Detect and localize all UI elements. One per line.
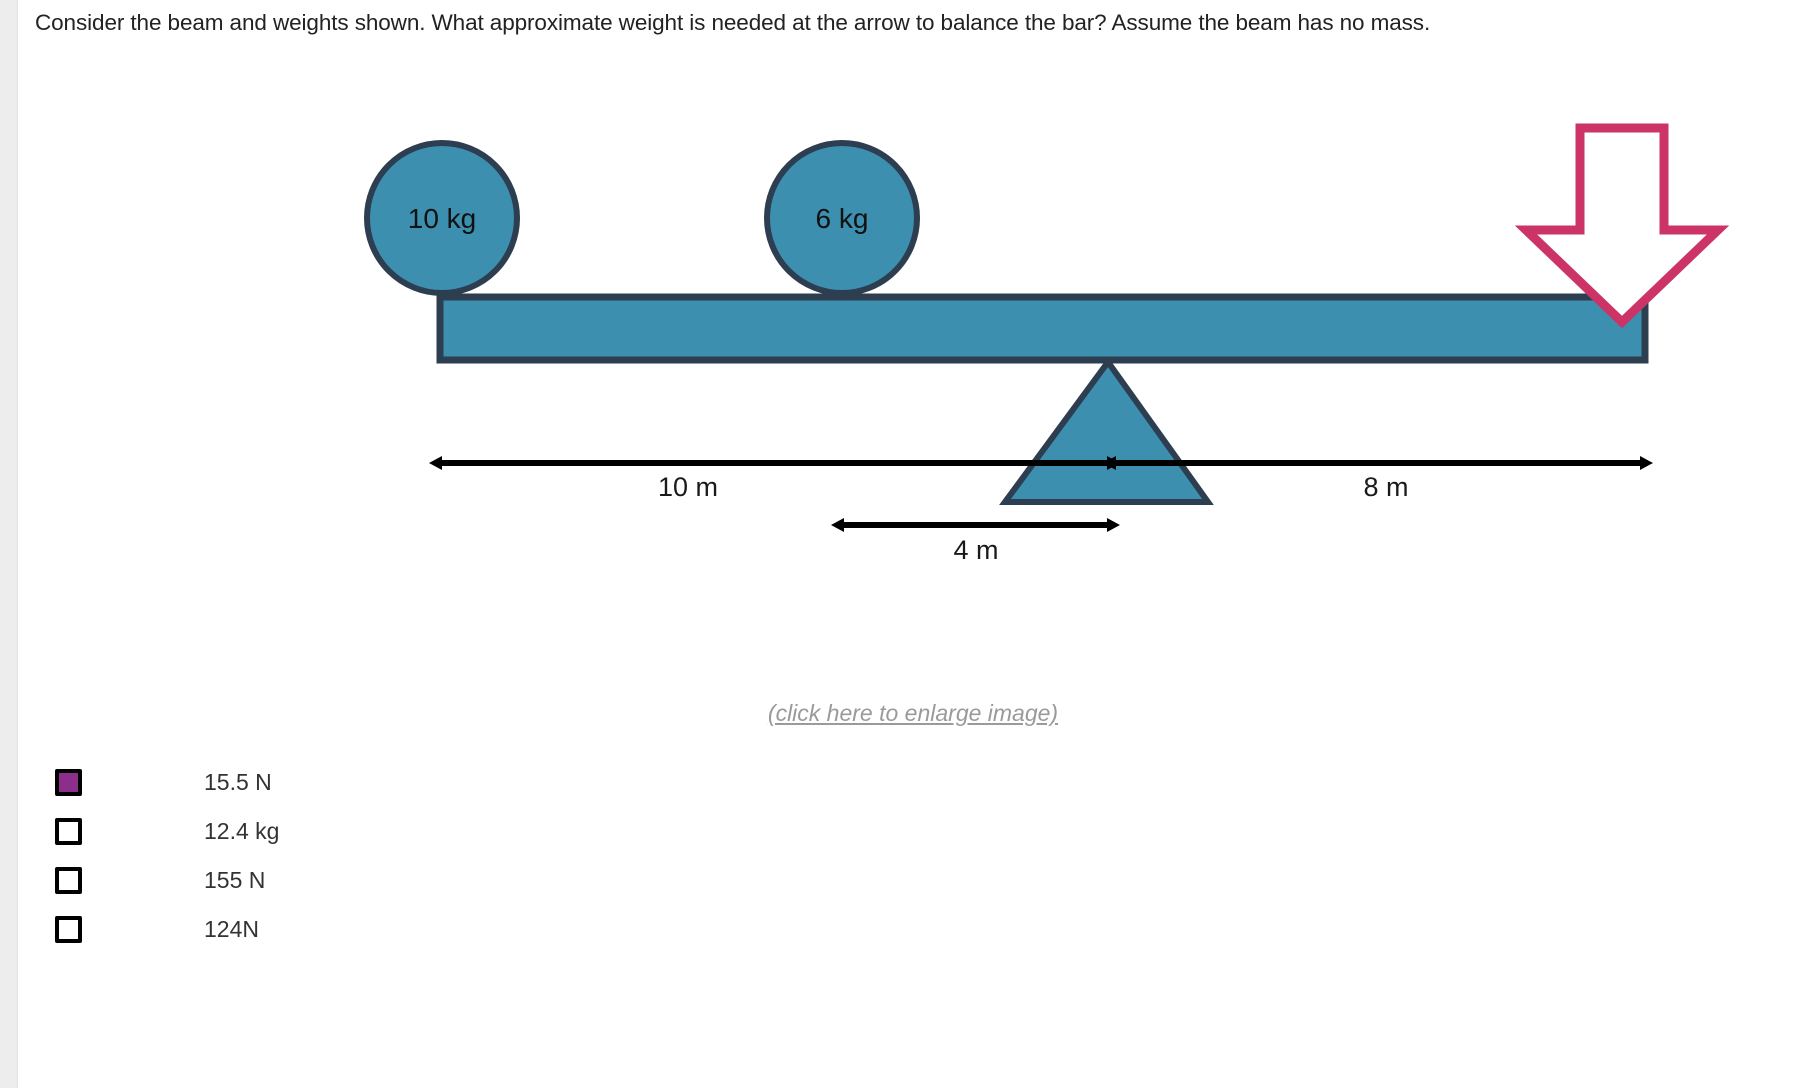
dimension-10m-label: 10 m [658,472,718,502]
answer-option-2[interactable]: 12.4 kg [18,807,918,856]
answer-label-3: 155 N [204,867,266,893]
weight-10kg: 10 kg [364,140,520,296]
weight-6kg: 6 kg [764,140,920,296]
dimension-8m-label: 8 m [1363,472,1408,502]
answer-checkbox-3[interactable] [55,867,82,894]
dimension-10m: 10 m [429,456,1120,502]
dimension-4m-label: 4 m [953,535,998,565]
answer-option-4[interactable]: 124N [18,905,918,954]
applied-force-arrow-icon [1514,123,1730,329]
weight-10kg-label: 10 kg [408,203,477,234]
beam-balance-diagram: 10 kg 6 kg 10 m 8 m [18,60,1808,750]
answer-checkbox-4[interactable] [55,916,82,943]
answer-checkbox-1[interactable] [55,769,82,796]
page-content: Consider the beam and weights shown. Wha… [18,0,1814,1088]
dimension-4m: 4 m [831,518,1120,565]
enlarge-image-link[interactable]: (click here to enlarge image) [767,700,1059,726]
answer-options-list: 15.5 N 12.4 kg 155 N 124N [18,758,918,954]
dimension-8m: 8 m [1103,456,1653,502]
answer-option-1[interactable]: 15.5 N [18,758,918,807]
beam-bar [436,293,1649,364]
question-prompt: Consider the beam and weights shown. Wha… [35,10,1431,35]
answer-label-4: 124N [204,916,259,942]
answer-label-2: 12.4 kg [204,818,280,844]
answer-label-1: 15.5 N [204,769,272,795]
fulcrum-triangle [999,356,1214,505]
answer-option-3[interactable]: 155 N [18,856,918,905]
weight-6kg-label: 6 kg [816,203,869,234]
left-gutter-rail [0,0,18,1088]
answer-checkbox-2[interactable] [55,818,82,845]
